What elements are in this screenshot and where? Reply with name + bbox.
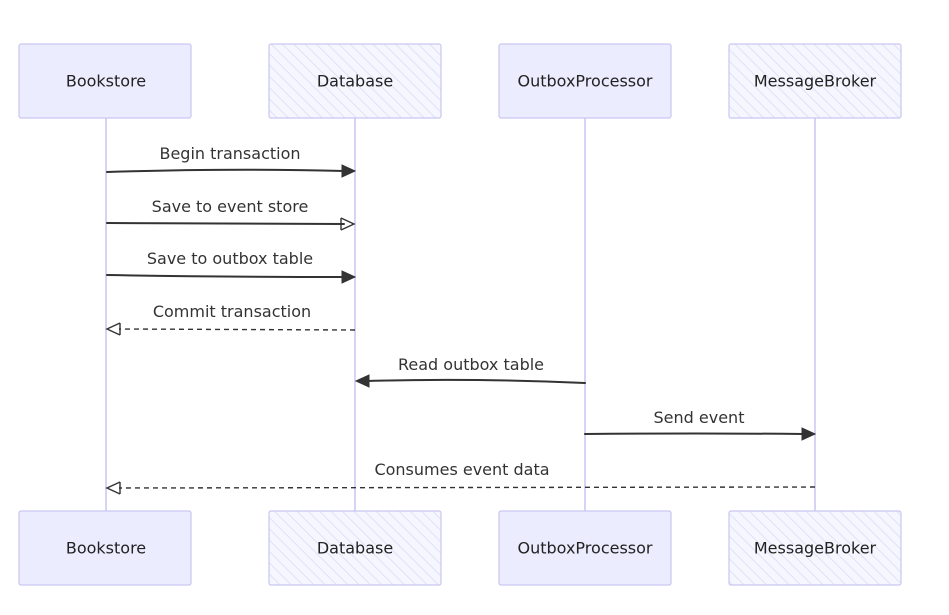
actor-label: Bookstore bbox=[66, 72, 146, 91]
message-line bbox=[106, 222, 345, 225]
message-read-outbox-table[interactable]: Read outbox table bbox=[354, 355, 586, 388]
actor-bottom-broker[interactable]: MessageBroker bbox=[728, 510, 902, 586]
message-line bbox=[366, 378, 586, 384]
message-save-outbox-table[interactable]: Save to outbox table bbox=[106, 249, 357, 284]
top-actors: Bookstore Database OutboxProcessor Messa… bbox=[18, 43, 902, 119]
message-label: Begin transaction bbox=[159, 144, 300, 163]
actor-label: Database bbox=[317, 539, 393, 558]
message-line bbox=[584, 432, 804, 435]
actor-top-broker[interactable]: MessageBroker bbox=[728, 43, 902, 119]
actor-label: Bookstore bbox=[66, 539, 146, 558]
message-label: Consumes event data bbox=[374, 460, 549, 479]
message-line-dashed bbox=[118, 486, 816, 489]
message-begin-transaction[interactable]: Begin transaction bbox=[106, 144, 357, 178]
arrow-head-open bbox=[105, 322, 121, 336]
message-label: Read outbox table bbox=[398, 355, 544, 374]
actor-top-bookstore[interactable]: Bookstore bbox=[18, 43, 192, 119]
arrow-head-filled bbox=[341, 270, 357, 284]
arrow-head-open bbox=[340, 217, 356, 231]
message-consumes-event-data[interactable]: Consumes event data bbox=[105, 460, 816, 495]
message-label: Commit transaction bbox=[153, 302, 311, 321]
bottom-actors: Bookstore Database OutboxProcessor Messa… bbox=[18, 510, 902, 586]
arrow-head-filled bbox=[801, 427, 817, 441]
message-line-dashed bbox=[118, 328, 356, 331]
arrow-head-filled bbox=[341, 164, 357, 178]
actor-label: MessageBroker bbox=[754, 72, 877, 91]
arrow-head-filled bbox=[354, 374, 370, 388]
message-line bbox=[106, 168, 345, 173]
arrow-head-open bbox=[105, 481, 121, 495]
message-line bbox=[106, 274, 345, 278]
message-commit-transaction[interactable]: Commit transaction bbox=[105, 302, 356, 336]
actor-label: Database bbox=[317, 72, 393, 91]
actor-top-outbox[interactable]: OutboxProcessor bbox=[498, 43, 672, 119]
messages: Begin transaction Save to event store Sa… bbox=[105, 144, 817, 495]
actor-label: MessageBroker bbox=[754, 539, 877, 558]
actor-label: OutboxProcessor bbox=[518, 72, 653, 91]
message-label: Save to event store bbox=[152, 197, 309, 216]
message-send-event[interactable]: Send event bbox=[584, 408, 817, 441]
actor-bottom-bookstore[interactable]: Bookstore bbox=[18, 510, 192, 586]
message-label: Save to outbox table bbox=[147, 249, 313, 268]
actor-label: OutboxProcessor bbox=[518, 539, 653, 558]
lifelines bbox=[105, 118, 816, 511]
actor-bottom-database[interactable]: Database bbox=[268, 510, 442, 586]
message-save-event-store[interactable]: Save to event store bbox=[106, 197, 356, 231]
actor-top-database[interactable]: Database bbox=[268, 43, 442, 119]
message-label: Send event bbox=[654, 408, 745, 427]
actor-bottom-outbox[interactable]: OutboxProcessor bbox=[498, 510, 672, 586]
